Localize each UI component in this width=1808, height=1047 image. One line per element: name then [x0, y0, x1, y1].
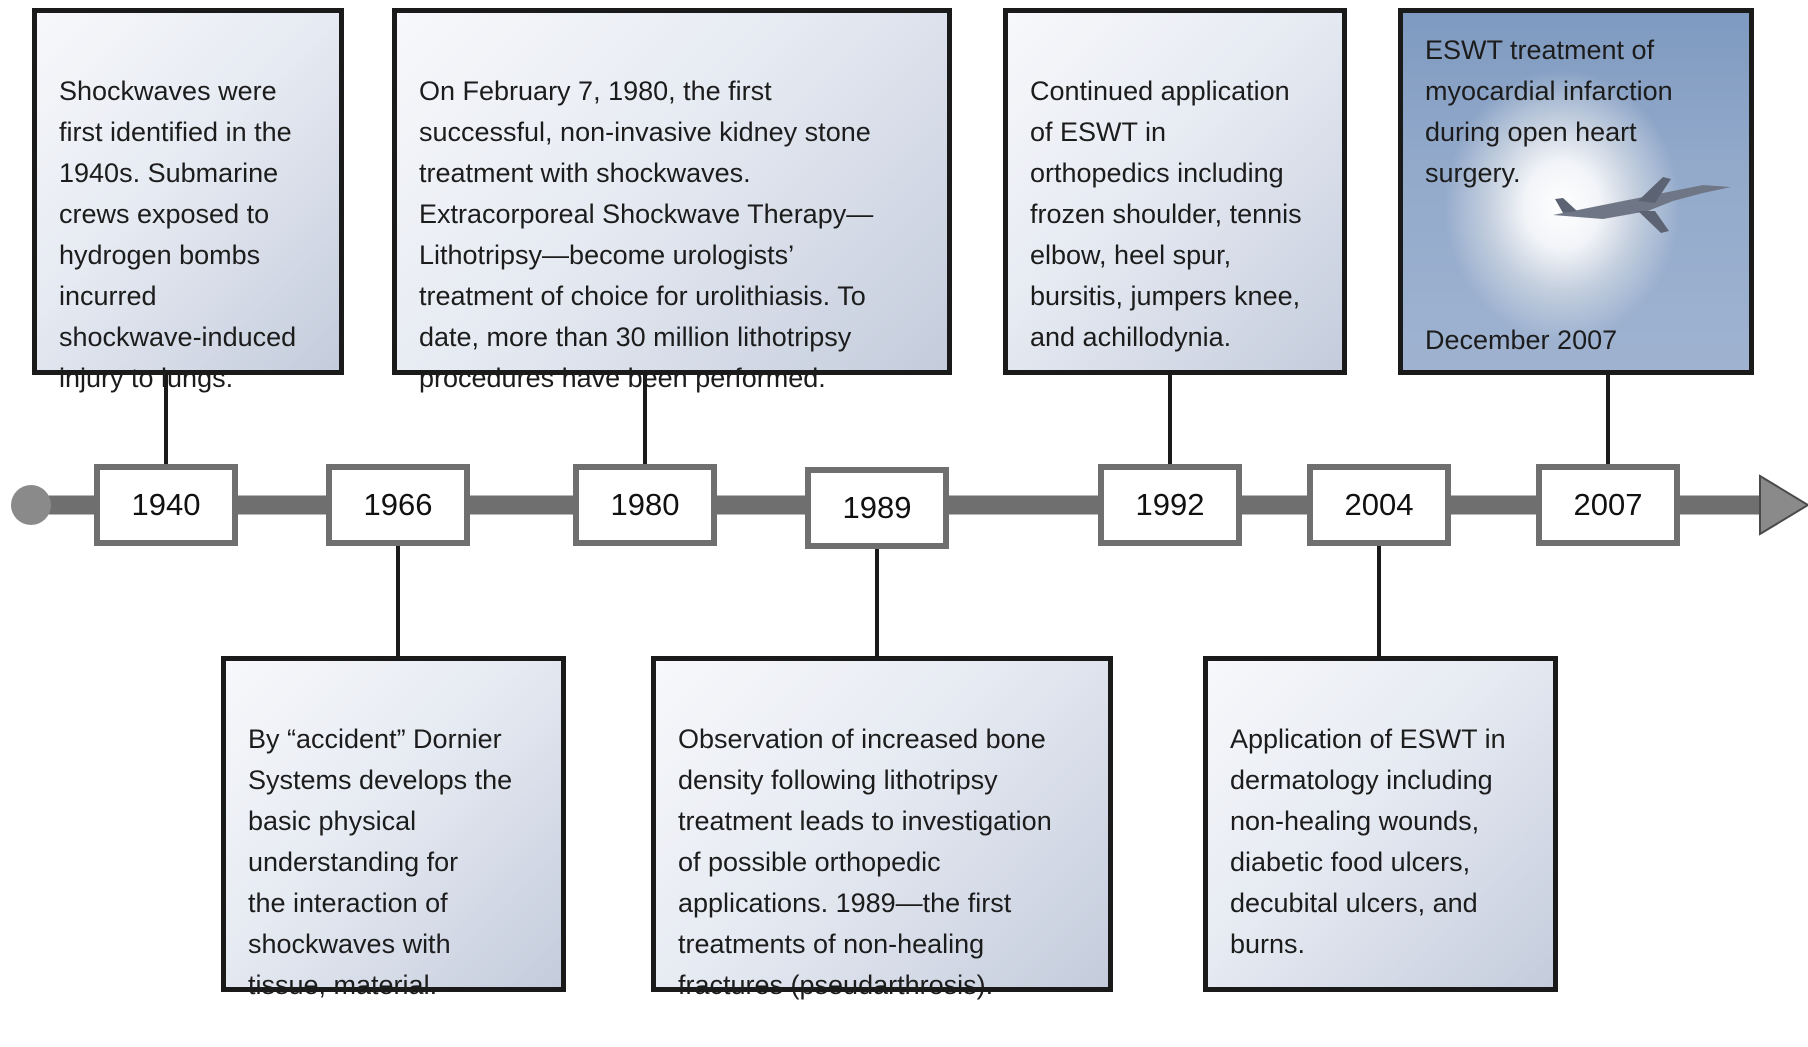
event-text-1966: By “accident” Dornier Systems develops t…	[248, 724, 513, 1000]
event-text-1989: Observation of increased bone density fo…	[678, 724, 1052, 1000]
event-text-2007: ESWT treatment of myocardial infarction …	[1425, 35, 1673, 188]
year-box-1992: 1992	[1098, 464, 1242, 546]
event-box-1940: Shockwaves were first identified in the …	[32, 8, 344, 393]
event-box-2007: ESWT treatment of myocardial infarction …	[1398, 8, 1754, 375]
event-date-2007: December 2007	[1425, 325, 1618, 355]
event-box-1980: On February 7, 1980, the first successfu…	[392, 8, 952, 393]
year-box-1966: 1966	[326, 464, 470, 546]
event-text-1940: Shockwaves were first identified in the …	[59, 76, 297, 393]
event-text-1980: On February 7, 1980, the first successfu…	[419, 76, 874, 393]
event-box-1989: Observation of increased bone density fo…	[651, 656, 1113, 1000]
year-box-2004: 2004	[1307, 464, 1451, 546]
event-box-2004: Application of ESWT in dermatology inclu…	[1203, 656, 1558, 992]
event-text-2004: Application of ESWT in dermatology inclu…	[1230, 724, 1506, 959]
event-text-1992: Continued application of ESWT in orthope…	[1030, 76, 1302, 352]
timeline-end-arrow	[1759, 474, 1808, 536]
event-box-1992: Continued application of ESWT in orthope…	[1003, 8, 1347, 375]
jet-aircraft-image	[1553, 177, 1731, 233]
year-box-2007: 2007	[1536, 464, 1680, 546]
event-box-1966: By “accident” Dornier Systems develops t…	[221, 656, 566, 1000]
timeline-start-dot	[11, 485, 51, 525]
year-box-1940: 1940	[94, 464, 238, 546]
year-box-1980: 1980	[573, 464, 717, 546]
year-box-1989: 1989	[805, 467, 949, 549]
